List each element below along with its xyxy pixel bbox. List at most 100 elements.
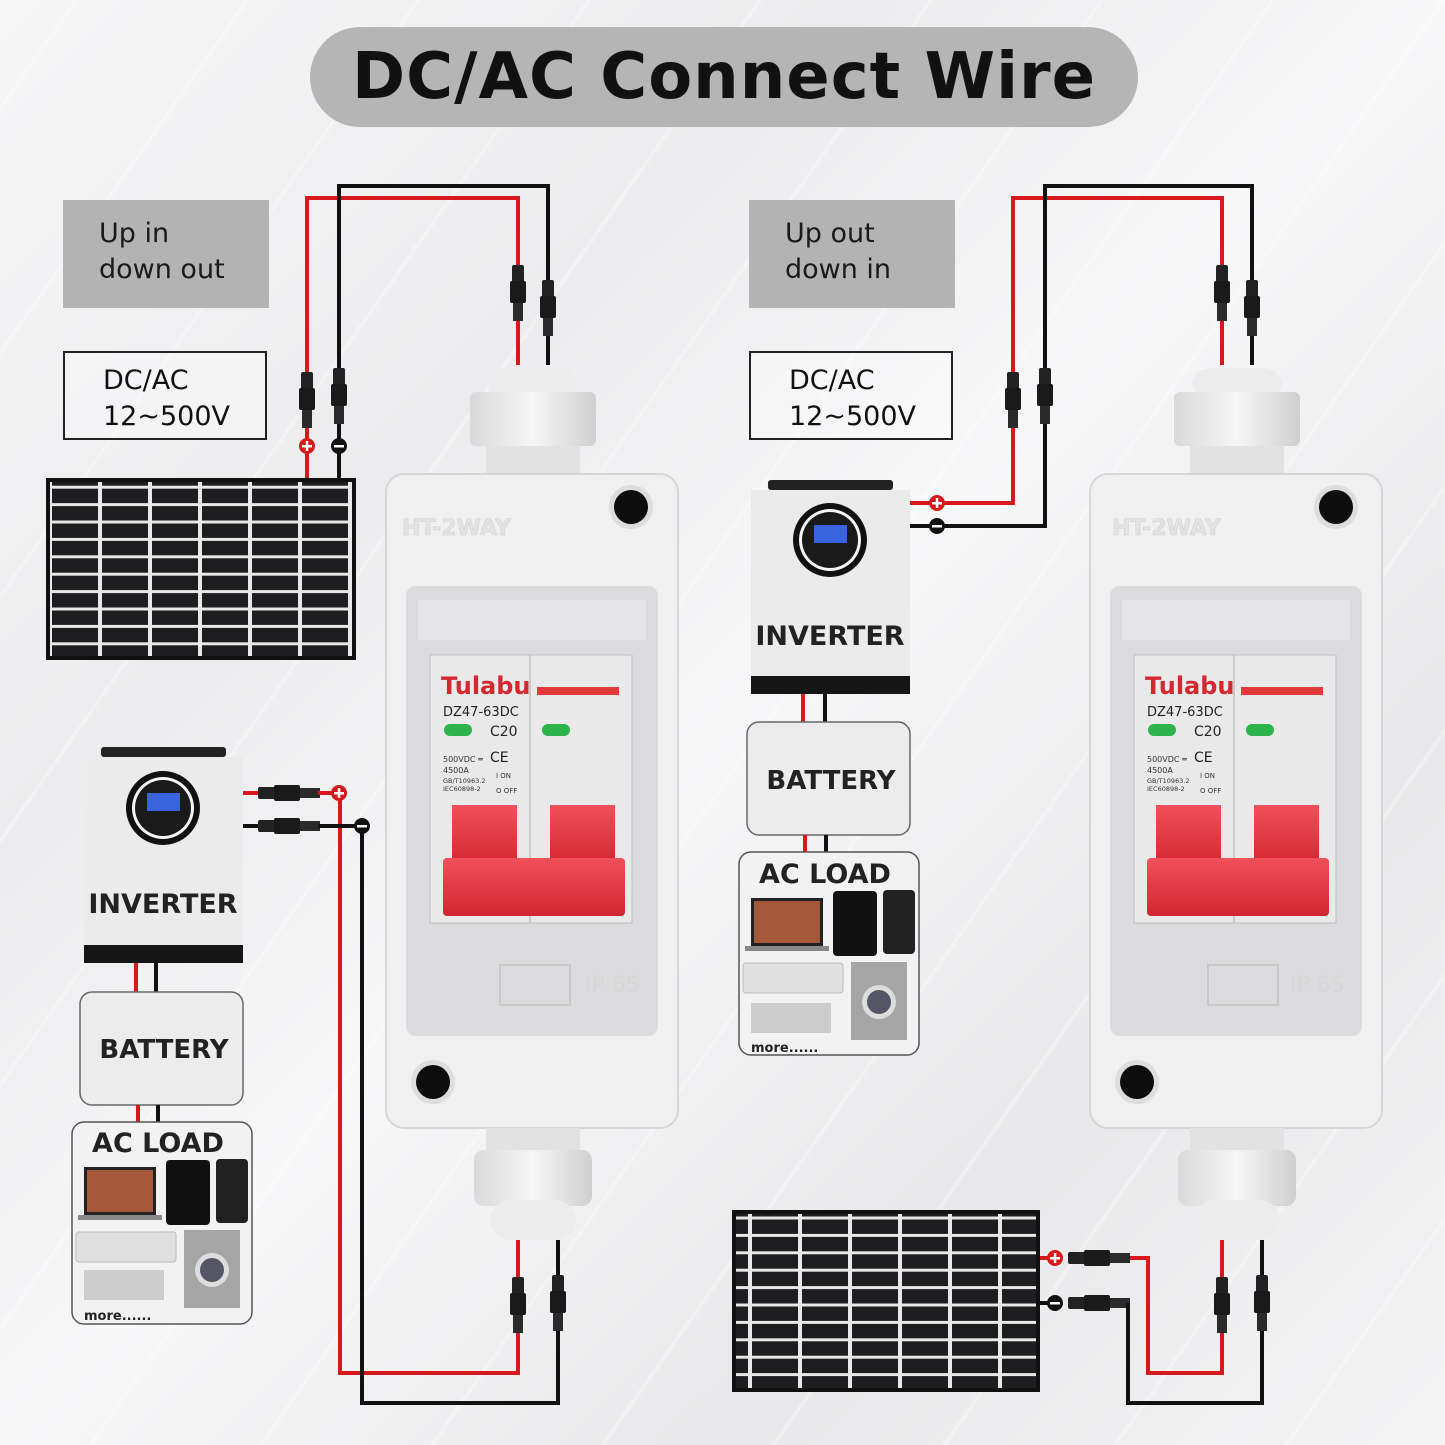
tablet-icon [833,891,877,956]
indicator-light [1246,724,1274,736]
right-solar-panel [732,1210,1040,1392]
cable-gland-top [470,368,596,476]
breaker-voltage: 500VDC ═ [443,755,483,764]
right-voltage-label: DC/AC 12~500V [749,351,953,440]
right-ac-load-more: more...... [751,1041,818,1056]
ce-mark: CE [1194,750,1213,766]
left-ac-load-label: AC LOAD [92,1128,224,1159]
mc4-connector [1037,368,1053,424]
breaker-brand: Tulabu [1145,672,1235,700]
mc4-connector [510,1277,526,1333]
mc4-connector [258,818,320,834]
refrigerator-icon [751,1003,831,1033]
breaker-model: DZ47-63DC [1147,705,1223,720]
breaker-indicator-stripe [1241,687,1323,695]
breaker-standard2: IEC60898-2 [443,785,481,793]
left-inverter-label: INVERTER [88,889,237,920]
phone-icon [216,1159,248,1223]
indicator-light [1148,724,1176,736]
right-positive-wire-top [910,196,1224,505]
tablet-icon [166,1160,210,1225]
negative-terminal-icon [331,438,347,454]
left-solar-panel [46,478,356,660]
left-ac-load-more: more...... [84,1309,151,1324]
breaker-indicator-stripe [537,687,619,695]
display-screen-icon [814,525,847,543]
mc4-connector [540,280,556,336]
mc4-connector [331,368,347,424]
left-direction-line2: down out [99,254,225,285]
right-ac-load: AC LOAD more...... [738,851,920,1056]
right-negative-wire-top [910,184,1254,528]
page-title: DC/AC Connect Wire [351,40,1097,114]
right-breaker-enclosure: HT-2WAY Tulabu DZ47-63DC C20 500VDC ═ CE… [1089,368,1383,1240]
mc4-connector [1254,1275,1270,1331]
left-direction-label: Up in down out [63,200,269,308]
mc4-connector [1068,1295,1130,1311]
right-direction-label: Up out down in [749,200,955,308]
title-banner: DC/AC Connect Wire [310,27,1138,127]
right-positive-wire-bottom [1130,1240,1224,1375]
indicator-light [444,724,472,736]
ip-rating: IP 65 [1290,973,1345,998]
positive-terminal-icon [299,438,315,454]
right-direction-line1: Up out [785,218,875,249]
off-label: O OFF [1200,787,1221,795]
left-battery-label: BATTERY [99,1035,229,1065]
ce-mark: CE [490,750,509,766]
right-inverter: INVERTER [751,480,910,694]
left-inverter: INVERTER [84,747,243,963]
breaker-standard1: GB/T10963.2 [1147,777,1190,785]
left-ac-load: AC LOAD more...... [71,1121,253,1325]
air-conditioner-icon [742,962,844,994]
right-battery-label: BATTERY [766,766,896,796]
enclosure-mark: HT-2WAY [1112,516,1222,541]
washing-machine-icon [184,1230,240,1308]
mc4-connector [1214,265,1230,321]
mc4-connector [299,372,315,428]
right-voltage-line2: 12~500V [789,401,916,432]
cable-gland-bottom [1178,1128,1296,1240]
mc4-connector [258,785,320,801]
breaker-capacity: 4500A [443,766,469,775]
breaker-standard1: GB/T10963.2 [443,777,486,785]
left-battery: BATTERY [79,991,244,1106]
laptop-icon [78,1167,162,1220]
left-negative-wire-top [337,184,550,480]
positive-terminal-icon [331,785,347,801]
negative-terminal-icon [929,518,945,534]
breaker-brand: Tulabu [441,672,531,700]
left-voltage-line2: 12~500V [103,401,230,432]
right-battery: BATTERY [746,721,911,836]
enclosure-mark: HT-2WAY [402,516,512,541]
breaker-rating: C20 [490,724,518,740]
right-inverter-label: INVERTER [755,621,904,652]
breaker-handle[interactable] [443,805,625,916]
negative-terminal-icon [354,818,370,834]
ip-rating: IP 65 [585,973,640,998]
breaker-standard2: IEC60898-2 [1147,785,1185,793]
on-label: I ON [1200,772,1215,780]
mounting-hole [416,1065,450,1099]
positive-terminal-icon [929,495,945,511]
positive-terminal-icon [1047,1250,1063,1266]
right-voltage-line1: DC/AC [789,365,875,396]
right-ac-load-label: AC LOAD [759,859,891,890]
mc4-connector [1068,1250,1130,1266]
mounting-hole [1319,490,1353,524]
mounting-hole [1120,1065,1154,1099]
mounting-hole [614,490,648,524]
left-breaker-enclosure: HT-2WAY Tulabu DZ47-63DC C20 500VDC ═ CE… [385,368,679,1240]
right-direction-line2: down in [785,254,892,285]
left-voltage-label: DC/AC 12~500V [63,351,267,440]
refrigerator-icon [84,1270,164,1300]
breaker-handle[interactable] [1147,805,1329,916]
mc4-connector [510,265,526,321]
mc4-connector [1005,372,1021,428]
laptop-icon [745,898,829,951]
left-direction-line1: Up in [99,218,170,249]
washing-machine-icon [851,962,907,1040]
air-conditioner-icon [75,1231,177,1263]
breaker-voltage: 500VDC ═ [1147,755,1187,764]
